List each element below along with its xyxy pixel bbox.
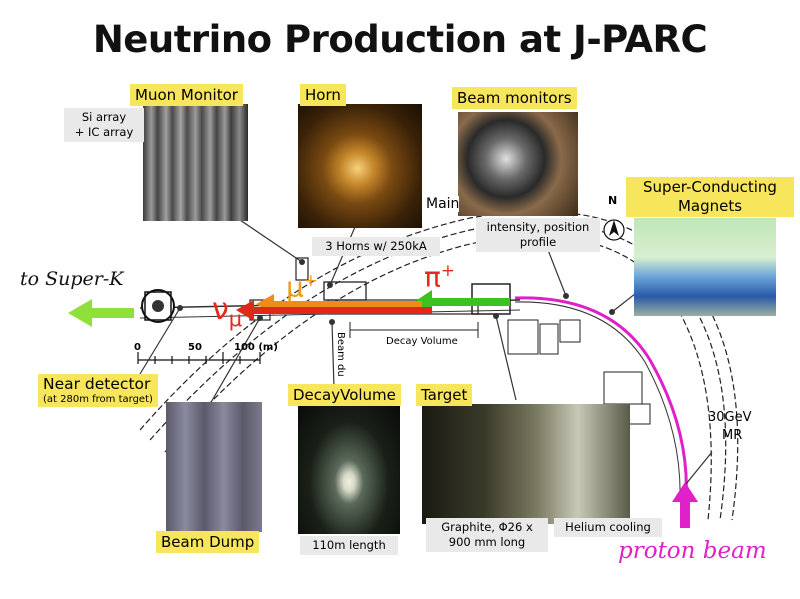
length-note: 110m length <box>300 536 398 555</box>
north-compass-icon <box>603 219 625 241</box>
si-array-line1: Si array <box>81 110 127 124</box>
beam-dump-label: Beam Dump <box>156 531 260 553</box>
muon-monitor-block <box>295 257 309 281</box>
scale-label-100: 100 (m) <box>234 342 278 353</box>
sc-magnets-label-text: Super-Conducting Magnets <box>643 178 777 215</box>
beam-dump-vertical-text: Beam du <box>335 332 346 377</box>
proton-beam-text: proton beam <box>618 538 767 564</box>
near-detector-note: (at 280m from target) <box>43 394 153 405</box>
to-super-k-text: to Super-K <box>20 268 124 290</box>
to-super-k-arrow <box>68 299 134 327</box>
horn-station <box>323 281 367 301</box>
horn-photo <box>298 104 422 228</box>
horn-label: Horn <box>300 84 346 106</box>
graphite-note: Graphite, Φ26 x 900 mm long <box>426 518 548 552</box>
si-array-line2: + IC array <box>74 125 134 139</box>
north-text: N <box>608 194 618 207</box>
page-title: Neutrino Production at J-PARC <box>92 18 708 61</box>
mr-label-line1: 30GeV <box>708 410 752 425</box>
pion-letter: π <box>424 260 441 294</box>
proton-beam-line-inner <box>514 301 681 501</box>
decay-volume-map-text: Decay Volume <box>386 336 458 347</box>
target-label: Target <box>416 384 473 406</box>
near-detector-title: Near detector <box>43 375 151 393</box>
proton-beam-line <box>514 296 688 501</box>
three-horns-note: 3 Horns w/ 250kA <box>312 237 440 256</box>
graphite-line1: Graphite, Φ26 x <box>441 520 533 534</box>
beam-monitors-label: Beam monitors <box>452 87 577 109</box>
leader-dots <box>177 259 615 325</box>
si-array-note: Si array + IC array <box>64 108 144 142</box>
neutrino-subscript: μ <box>228 307 243 331</box>
graphite-line2: 900 mm long <box>448 535 526 549</box>
scale-label-50: 50 <box>188 342 202 353</box>
decay-volume-label: DecayVolume <box>288 384 401 406</box>
beam-monitors-photo <box>458 112 578 216</box>
intensity-line1: intensity, position <box>486 220 590 234</box>
pion-superscript: + <box>440 260 455 280</box>
muon-symbol: μ+ <box>286 270 318 303</box>
decay-volume-photo <box>298 404 400 534</box>
muon-superscript: + <box>303 270 318 290</box>
scale-bar <box>137 352 261 364</box>
target-photo <box>422 404 630 524</box>
main-text: Main <box>426 196 460 212</box>
beam-dump-photo <box>166 402 262 532</box>
muon-monitor-photo <box>143 104 248 221</box>
near-detector-pit <box>141 289 175 323</box>
neutrino-letter: ν <box>212 292 229 327</box>
pion-symbol: π+ <box>424 260 455 293</box>
neutrino-arrow <box>236 300 432 321</box>
sc-magnets-photo <box>634 218 776 316</box>
proton-beam-arrow <box>672 482 698 528</box>
mr-label-line2: MR <box>722 428 743 443</box>
intensity-line2: profile <box>519 235 557 249</box>
near-detector-label: Near detector (at 280m from target) <box>38 374 158 407</box>
neutrino-symbol: νμ <box>212 292 242 331</box>
muon-monitor-label: Muon Monitor <box>130 84 243 106</box>
helium-note: Helium cooling <box>554 518 662 537</box>
intensity-note: intensity, position profile <box>476 218 600 252</box>
scale-label-0: 0 <box>134 342 141 353</box>
muon-letter: μ <box>286 270 304 304</box>
sc-magnets-label: Super-Conducting Magnets <box>626 177 794 217</box>
